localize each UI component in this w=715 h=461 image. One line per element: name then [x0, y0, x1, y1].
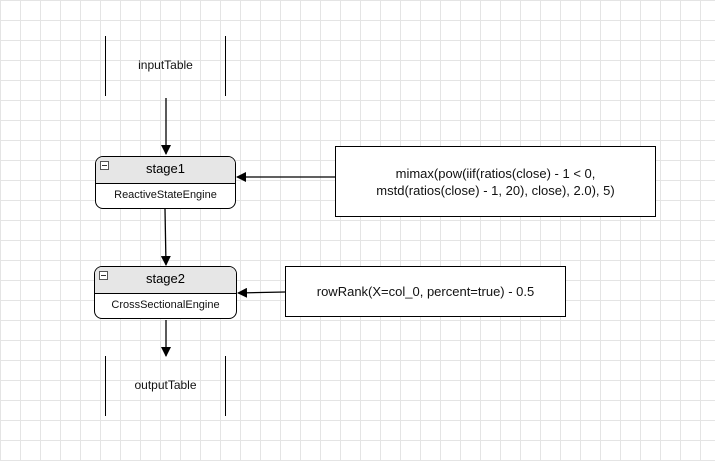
arrow-note2-to-stage2	[237, 287, 286, 298]
stage1-title: stage1	[145, 161, 186, 176]
input-table-right-border	[225, 36, 226, 96]
stage2-node[interactable]: stage2 CrossSectionalEngine	[94, 266, 237, 319]
arrow-stage1-to-stage2	[160, 208, 171, 266]
note-line: mimax(pow(iif(ratios(close) - 1 < 0,	[395, 165, 596, 181]
collapse-icon[interactable]	[99, 271, 108, 280]
stage1-node[interactable]: stage1 ReactiveStateEngine	[95, 156, 236, 209]
note-line: rowRank(X=col_0, percent=true) - 0.5	[316, 284, 535, 299]
stage1-header: stage1	[96, 157, 235, 184]
note-line: mstd(ratios(close) - 1, 20), close), 2.0…	[376, 182, 615, 198]
stage1-engine: ReactiveStateEngine	[114, 189, 217, 201]
stage2-engine: CrossSectionalEngine	[111, 299, 220, 311]
collapse-icon[interactable]	[100, 161, 109, 170]
output-table-right-border	[225, 356, 226, 416]
output-table-left-border	[105, 356, 106, 416]
stage2-header: stage2	[95, 267, 236, 294]
input-table-label: inputTable	[138, 58, 193, 72]
stage2-title: stage2	[145, 271, 186, 286]
stage1-expression-note[interactable]: mimax(pow(iif(ratios(close) - 1 < 0, mst…	[335, 146, 656, 217]
stage2-expression-note[interactable]: rowRank(X=col_0, percent=true) - 0.5	[285, 266, 566, 317]
input-table-left-border	[105, 36, 106, 96]
output-table-label: outputTable	[134, 378, 197, 392]
